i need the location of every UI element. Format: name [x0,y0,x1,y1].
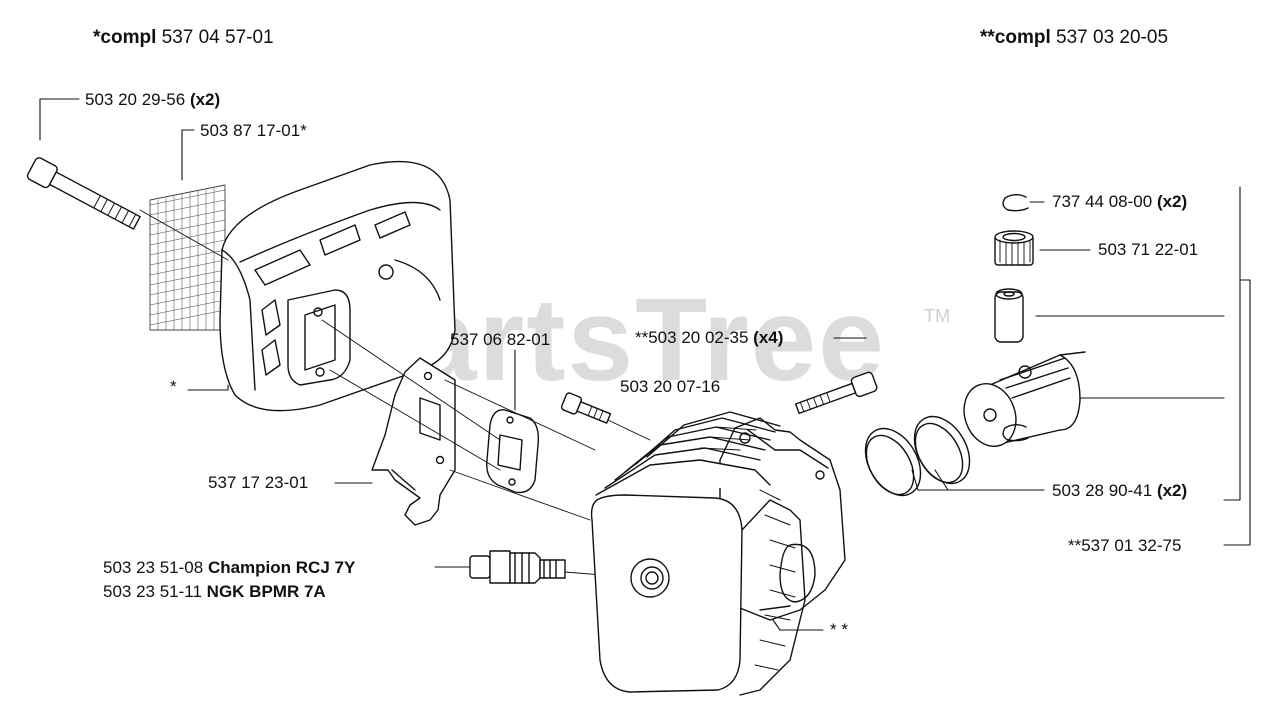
label-cylinder[interactable]: * * [830,620,848,639]
piston [963,351,1086,447]
muffler-body [219,160,456,412]
leader-kit-bracket [1223,279,1251,546]
leader-muffler-screen [181,129,195,181]
label-piston-kit[interactable]: **537 01 32-75 [1068,536,1182,555]
piston-pin [994,288,1024,343]
label-muffler-screen[interactable]: 503 87 17-01* [200,121,307,140]
spark-arrestor-screen [149,184,226,331]
label-screw-small[interactable]: 503 20 07-16 [620,377,721,396]
piston-rings [864,415,971,497]
small-screw [560,392,612,424]
leader-muffler [187,384,229,391]
needle-bearing [994,230,1034,266]
leader-cylinder [772,619,824,631]
label-spark-ngk[interactable]: 503 23 51-11 NGK BPMR 7A [103,582,326,601]
exhaust-gasket [486,409,540,494]
header-right: **compl 537 03 20-05 [980,27,1169,48]
leader-ring [934,469,1045,491]
header-left: *compl 537 04 57-01 [93,27,274,48]
spark-plug [469,550,566,584]
cylinder-bolt [795,371,878,415]
leader-bolt-long [39,98,80,141]
mounting-bracket [371,357,456,526]
cylinder [590,411,846,696]
leader-kit-bracket-left [1223,186,1241,501]
label-cylinder-bolt[interactable]: **503 20 02-35 (x4) [635,328,784,347]
watermark-trademark: TM [924,306,950,326]
label-circlip[interactable]: 737 44 08-00 (x2) [1052,192,1188,211]
label-spark-champion[interactable]: 503 23 51-08 Champion RCJ 7Y [103,558,356,577]
label-bracket[interactable]: 537 17 23-01 [208,473,309,492]
label-bolt-long[interactable]: 503 20 29-56 (x2) [85,90,221,109]
label-piston-ring[interactable]: 503 28 90-41 (x2) [1052,481,1188,500]
label-needle-bearing[interactable]: 503 71 22-01 [1098,240,1199,259]
leader-lines [39,98,1251,631]
label-gasket[interactable]: 537 06 82-01 [450,330,551,349]
long-bolt [26,157,141,230]
circlips [1002,194,1029,442]
label-muffler[interactable]: * [170,377,177,396]
